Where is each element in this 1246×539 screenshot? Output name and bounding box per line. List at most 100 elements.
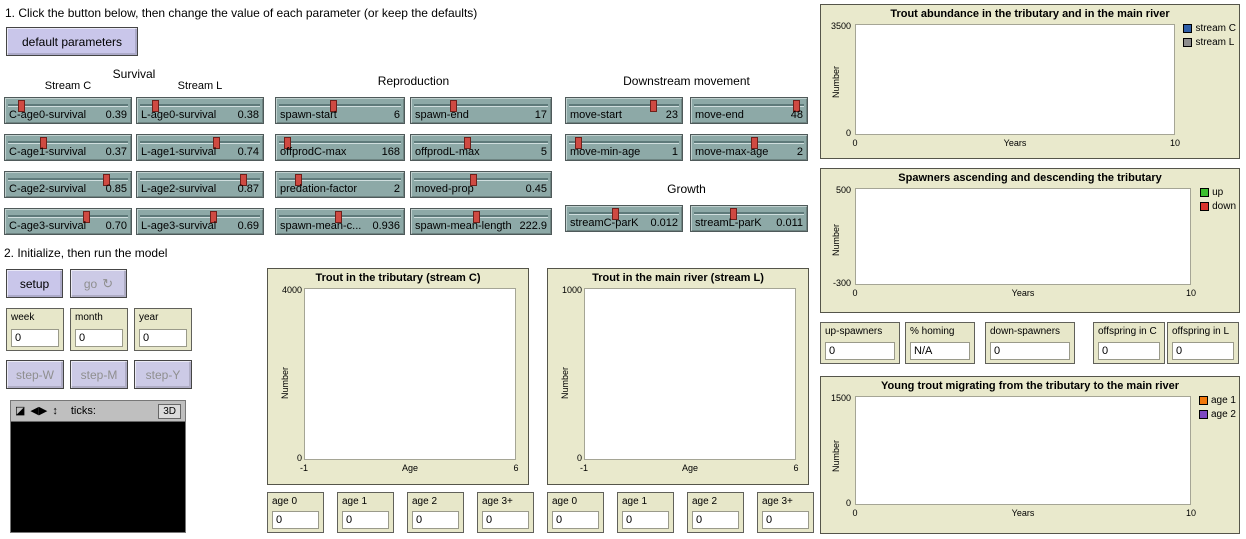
slider-handle[interactable] bbox=[329, 100, 337, 112]
slider-label: streamC-parK bbox=[570, 217, 639, 229]
slider-handle[interactable] bbox=[575, 137, 583, 149]
monitor-label: age 2 bbox=[412, 496, 438, 507]
slider-handle[interactable] bbox=[612, 208, 620, 220]
slider-l-age1-survival[interactable]: L-age1-survival 0.74 bbox=[136, 134, 264, 161]
slider-handle[interactable] bbox=[240, 174, 248, 186]
slider-label: spawn-mean-c... bbox=[280, 220, 362, 232]
slider-caption-row: spawn-mean-length 222.9 bbox=[415, 220, 547, 232]
default-parameters-button[interactable]: default parameters bbox=[6, 27, 138, 56]
monitor-label: age 2 bbox=[692, 496, 718, 507]
slider-streaml-park[interactable]: streamL-parK 0.011 bbox=[690, 205, 808, 232]
slider-value: 17 bbox=[534, 109, 547, 121]
slider-l-age0-survival[interactable]: L-age0-survival 0.38 bbox=[136, 97, 264, 124]
monitor-value: 0 bbox=[139, 329, 187, 347]
x-max-tick: 10 bbox=[1185, 288, 1196, 298]
monitor-value: 0 bbox=[1098, 342, 1160, 360]
view-3d-button[interactable]: 3D bbox=[158, 403, 181, 419]
slider-value: 48 bbox=[790, 109, 803, 121]
slider-streamc-park[interactable]: streamC-parK 0.012 bbox=[565, 205, 683, 232]
monitor-week: week 0 bbox=[6, 308, 64, 351]
slider-label: C-age0-survival bbox=[9, 109, 87, 121]
slider-spawn-end[interactable]: spawn-end 17 bbox=[410, 97, 552, 124]
slider-predation-factor[interactable]: predation-factor 2 bbox=[275, 171, 405, 198]
slider-c-age0-survival[interactable]: C-age0-survival 0.39 bbox=[4, 97, 132, 124]
y-min-tick: 0 bbox=[576, 453, 582, 463]
slider-handle[interactable] bbox=[152, 100, 160, 112]
monitor-value: 0 bbox=[622, 511, 669, 529]
y-min-tick: 0 bbox=[845, 128, 851, 138]
slider-track bbox=[8, 178, 128, 181]
slider-handle[interactable] bbox=[283, 137, 291, 149]
go-button[interactable]: go ↻ bbox=[70, 269, 127, 298]
plot-legend: stream C stream L bbox=[1183, 23, 1236, 51]
slider-track bbox=[569, 104, 679, 107]
stream-c-column-title: Stream C bbox=[44, 80, 92, 92]
monitor-value: N/A bbox=[910, 342, 970, 360]
plot-legend: age 1 age 2 bbox=[1198, 395, 1236, 423]
step-m-button[interactable]: step-M bbox=[70, 360, 128, 389]
slider-value: 0.70 bbox=[105, 220, 127, 232]
slider-offprodc-max[interactable]: offprodC-max 168 bbox=[275, 134, 405, 161]
slider-spawn-mean-length[interactable]: spawn-mean-length 222.9 bbox=[410, 208, 552, 235]
slider-handle[interactable] bbox=[751, 137, 759, 149]
slider-spawn-start[interactable]: spawn-start 6 bbox=[275, 97, 405, 124]
plot-canvas bbox=[584, 288, 796, 460]
plot-canvas bbox=[855, 396, 1191, 505]
monitor-value: 0 bbox=[482, 511, 529, 529]
slider-handle[interactable] bbox=[649, 100, 657, 112]
slider-handle[interactable] bbox=[17, 100, 25, 112]
slider-track bbox=[694, 212, 804, 215]
slider-l-age3-survival[interactable]: L-age3-survival 0.69 bbox=[136, 208, 264, 235]
monitor-month: month 0 bbox=[70, 308, 128, 351]
slider-move-start[interactable]: move-start 23 bbox=[565, 97, 683, 124]
step-y-button[interactable]: step-Y bbox=[134, 360, 192, 389]
slider-handle[interactable] bbox=[472, 211, 480, 223]
slider-value: 0.936 bbox=[372, 220, 400, 232]
x-axis-label: Years bbox=[1011, 508, 1035, 518]
slider-handle[interactable] bbox=[103, 174, 111, 186]
slider-handle[interactable] bbox=[83, 211, 91, 223]
legend-label: age 1 bbox=[1210, 395, 1236, 406]
slider-caption-row: C-age0-survival 0.39 bbox=[9, 109, 127, 121]
survival-group-title: Survival bbox=[112, 67, 156, 81]
slider-handle[interactable] bbox=[464, 137, 472, 149]
legend-label: stream L bbox=[1195, 37, 1235, 48]
slider-handle[interactable] bbox=[450, 100, 458, 112]
view-canvas[interactable] bbox=[11, 422, 185, 532]
setup-button[interactable]: setup bbox=[6, 269, 63, 298]
y-axis-label: Number bbox=[831, 223, 841, 256]
slider-label: C-age2-survival bbox=[9, 183, 87, 195]
slider-handle[interactable] bbox=[469, 174, 477, 186]
slider-handle[interactable] bbox=[40, 137, 48, 149]
slider-c-age3-survival[interactable]: C-age3-survival 0.70 bbox=[4, 208, 132, 235]
plot-title: Spawners ascending and descending the tr… bbox=[898, 172, 1162, 184]
slider-value: 168 bbox=[381, 146, 400, 158]
monitor-value: 0 bbox=[272, 511, 319, 529]
plot-main-river: Trout in the main river (stream L) 1000 … bbox=[547, 268, 809, 485]
slider-handle[interactable] bbox=[730, 208, 738, 220]
legend-swatch-age2 bbox=[1198, 410, 1208, 419]
slider-c-age2-survival[interactable]: C-age2-survival 0.85 bbox=[4, 171, 132, 198]
slider-handle[interactable] bbox=[793, 100, 801, 112]
slider-spawn-mean-c[interactable]: spawn-mean-c... 0.936 bbox=[275, 208, 405, 235]
slider-track bbox=[279, 104, 401, 107]
slider-track bbox=[569, 141, 679, 144]
monitor-value: 0 bbox=[1172, 342, 1234, 360]
slider-handle[interactable] bbox=[334, 211, 342, 223]
slider-move-min-age[interactable]: move-min-age 1 bbox=[565, 134, 683, 161]
slider-track bbox=[414, 178, 548, 181]
monitor-c-age1: age 1 0 bbox=[337, 492, 394, 533]
slider-move-max-age[interactable]: move-max-age 2 bbox=[690, 134, 808, 161]
step-w-button[interactable]: step-W bbox=[6, 360, 64, 389]
plot-legend: up down bbox=[1200, 187, 1236, 215]
slider-handle[interactable] bbox=[212, 137, 220, 149]
slider-l-age2-survival[interactable]: L-age2-survival 0.87 bbox=[136, 171, 264, 198]
slider-track bbox=[414, 141, 548, 144]
slider-c-age1-survival[interactable]: C-age1-survival 0.37 bbox=[4, 134, 132, 161]
slider-moved-prop[interactable]: moved-prop 0.45 bbox=[410, 171, 552, 198]
slider-handle[interactable] bbox=[295, 174, 303, 186]
slider-offprodl-max[interactable]: offprodL-max 5 bbox=[410, 134, 552, 161]
slider-value: 0.87 bbox=[237, 183, 259, 195]
slider-move-end[interactable]: move-end 48 bbox=[690, 97, 808, 124]
slider-handle[interactable] bbox=[210, 211, 218, 223]
